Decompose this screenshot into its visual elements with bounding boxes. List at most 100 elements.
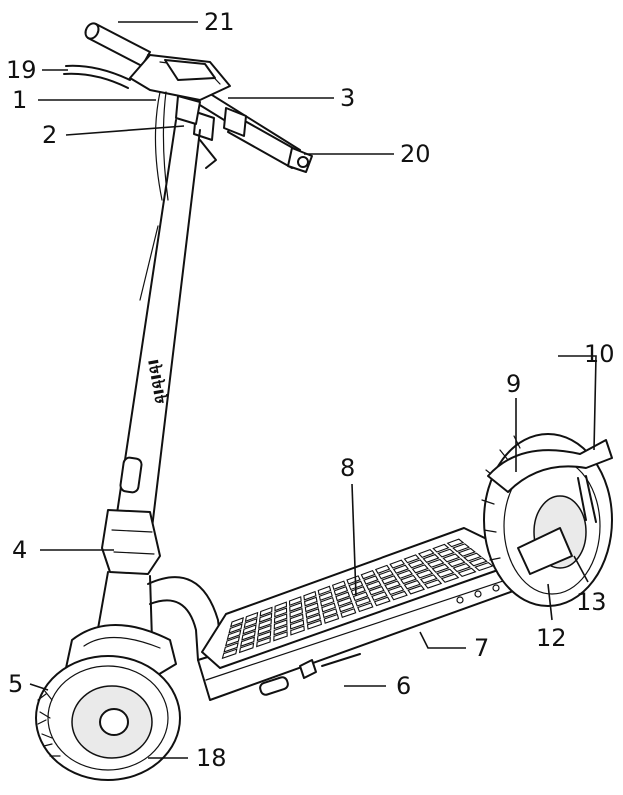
tread-block [417, 549, 435, 558]
tread-block [357, 602, 374, 613]
tread-block [322, 608, 338, 619]
tread-block [241, 630, 256, 641]
tread-block [323, 613, 340, 624]
deck [197, 527, 523, 701]
tread-block [244, 611, 259, 623]
stem: ı৳ı৳ı৳ [101, 119, 201, 575]
tread-block [335, 591, 351, 602]
tread-block [368, 585, 385, 596]
leader-lines [29, 21, 597, 759]
svg-text:ı৳ı৳ı৳: ı৳ı৳ı৳ [143, 357, 172, 405]
tread-block [378, 569, 394, 580]
tread-block [340, 608, 357, 619]
tread-block [258, 618, 272, 629]
tread-block [381, 575, 398, 585]
tread-block [363, 575, 379, 585]
callout-8: 8 [340, 454, 355, 482]
tread-block [274, 607, 288, 618]
tread-block [256, 636, 271, 648]
tread-block [320, 596, 335, 607]
tread-block [318, 591, 333, 602]
tread-block [273, 631, 288, 642]
tread-block [303, 590, 317, 601]
tread-block [304, 602, 319, 613]
tread-block [457, 567, 477, 578]
tread-block [226, 629, 242, 641]
callout-18: 18 [196, 744, 227, 772]
tread-block [333, 585, 349, 596]
tread-block [350, 586, 366, 596]
deck-neck [147, 576, 223, 661]
callout-labels: 21 19 1 3 2 20 10 9 8 4 13 12 7 5 6 18 [6, 8, 615, 772]
tread-block [432, 543, 450, 553]
tread-block [259, 606, 273, 617]
tread-block [390, 590, 408, 601]
tread-block [242, 624, 257, 635]
tread-block [223, 642, 239, 653]
tread-block [436, 568, 455, 578]
tread-block [274, 601, 288, 612]
tread-block [437, 548, 455, 558]
tread-block [389, 559, 406, 569]
tread-block [331, 580, 347, 590]
tread-block [238, 642, 255, 654]
callout-6: 6 [396, 672, 411, 700]
tread-block [411, 564, 429, 574]
tread-block [288, 596, 302, 607]
tread-block [243, 617, 258, 629]
tread-block [392, 564, 410, 574]
tread-block [442, 553, 461, 563]
tread-block [468, 557, 488, 567]
rear-wheel [481, 433, 613, 607]
tread-block [452, 543, 471, 553]
tread-block [305, 608, 320, 619]
tread-block [289, 613, 304, 624]
tread-block [273, 625, 288, 636]
tread-block [354, 596, 371, 607]
tread-block [365, 580, 382, 591]
deck-tread-pattern [221, 538, 494, 660]
tread-block [346, 575, 361, 585]
tread-block [403, 554, 420, 564]
tread-block [306, 619, 323, 630]
callout-2: 2 [42, 121, 57, 149]
tread-block [290, 625, 305, 636]
callout-12: 12 [536, 624, 567, 652]
tread-block [407, 559, 425, 569]
tread-block [407, 585, 425, 595]
tread-block [360, 569, 376, 580]
callout-9: 9 [506, 370, 521, 398]
callout-19: 19 [6, 56, 37, 84]
tread-block [415, 569, 434, 579]
callout-3: 3 [340, 84, 355, 112]
handlebar [63, 22, 313, 201]
tread-block [440, 573, 460, 583]
tread-block [457, 547, 476, 557]
tread-block [374, 564, 391, 574]
tread-block [338, 602, 355, 613]
tread-block [371, 591, 388, 601]
callout-13: 13 [576, 588, 607, 616]
tread-block [225, 635, 241, 647]
tread-block [403, 579, 422, 590]
tread-block [384, 580, 401, 590]
callout-5: 5 [8, 670, 23, 698]
tread-block [352, 591, 369, 602]
tread-block [427, 558, 445, 568]
tread-block [321, 602, 337, 613]
tread-block [317, 585, 332, 596]
tread-block [289, 607, 304, 618]
tread-block [387, 585, 405, 596]
tread-block [228, 623, 243, 634]
tread-block [431, 563, 450, 573]
tread-block [337, 597, 353, 607]
tread-block [221, 648, 238, 660]
front-fork [65, 571, 177, 677]
tread-block [452, 562, 472, 573]
tread-block [273, 613, 288, 624]
tread-block [423, 579, 443, 589]
tread-block [240, 636, 255, 647]
tread-block [419, 574, 438, 584]
